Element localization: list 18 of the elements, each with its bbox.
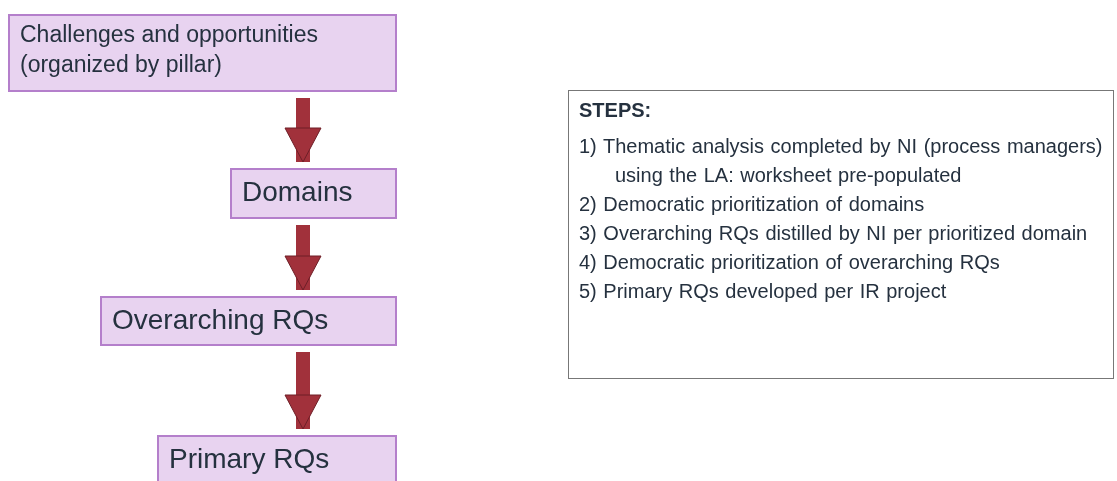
box-label: Challenges and opportunities (organized by pillar) bbox=[20, 20, 319, 79]
box-label: Domains bbox=[242, 175, 354, 209]
process-box bbox=[100, 296, 397, 346]
list-item: 4) Democratic prioritization of overarching RQs bbox=[579, 250, 1001, 275]
process-box bbox=[8, 14, 397, 92]
list-item: 2) Democratic prioritization of domains bbox=[579, 192, 926, 217]
list-item: 3) Overarching RQs distilled by NI per prioritized domain bbox=[579, 221, 1089, 246]
list-item: 5) Primary RQs developed per IR project bbox=[579, 279, 948, 304]
steps-panel bbox=[568, 90, 1114, 379]
list-item: 1) Thematic analysis completed by NI (process managers) using the LA: worksheet pre-populated bbox=[579, 134, 1104, 188]
process-box bbox=[157, 435, 397, 481]
block-arrow bbox=[284, 352, 322, 430]
process-box bbox=[230, 168, 397, 219]
panel-heading: STEPS: bbox=[579, 99, 653, 122]
block-arrow bbox=[284, 98, 322, 163]
box-label: Overarching RQs bbox=[112, 303, 330, 337]
box-label: Primary RQs bbox=[169, 442, 331, 476]
block-arrow bbox=[284, 225, 322, 291]
